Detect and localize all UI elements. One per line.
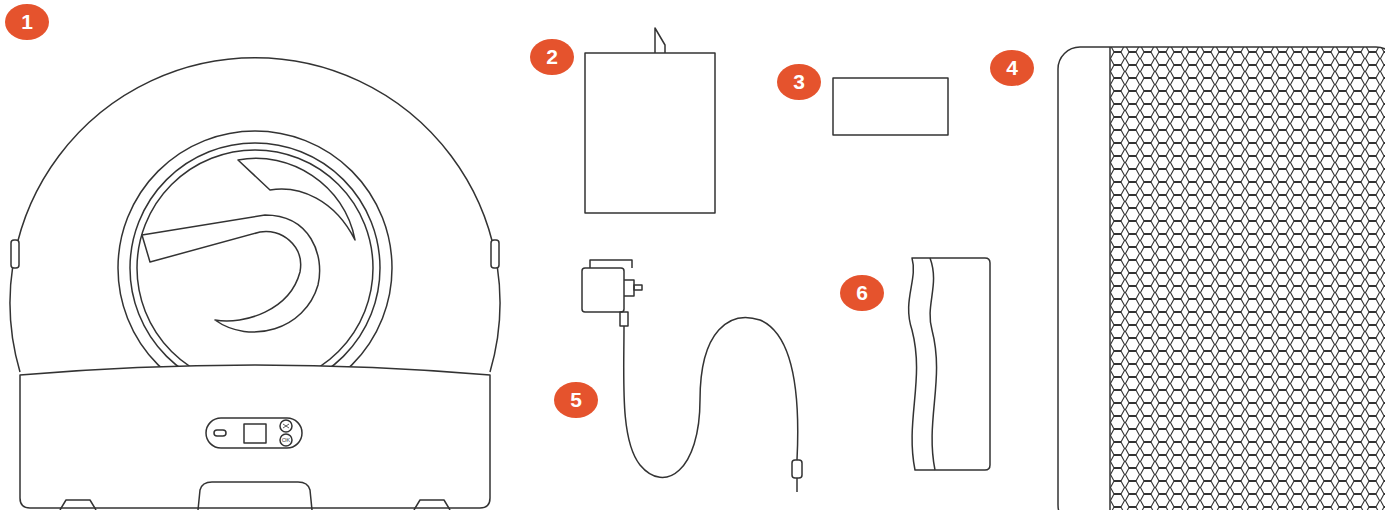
callout-number: 3 <box>777 64 821 100</box>
power-adapter <box>582 260 802 492</box>
litter-mat <box>1058 47 1385 510</box>
callout-number: 5 <box>554 382 598 418</box>
callout-number: 4 <box>990 50 1034 86</box>
button-label: OK <box>279 436 293 444</box>
callout-number: 6 <box>840 275 884 311</box>
callout-number: 2 <box>530 39 574 75</box>
callout-number: 1 <box>5 4 49 40</box>
litter-box-unit <box>10 58 500 510</box>
user-manual <box>585 28 715 213</box>
card <box>833 78 948 135</box>
bag-roll <box>909 258 990 470</box>
